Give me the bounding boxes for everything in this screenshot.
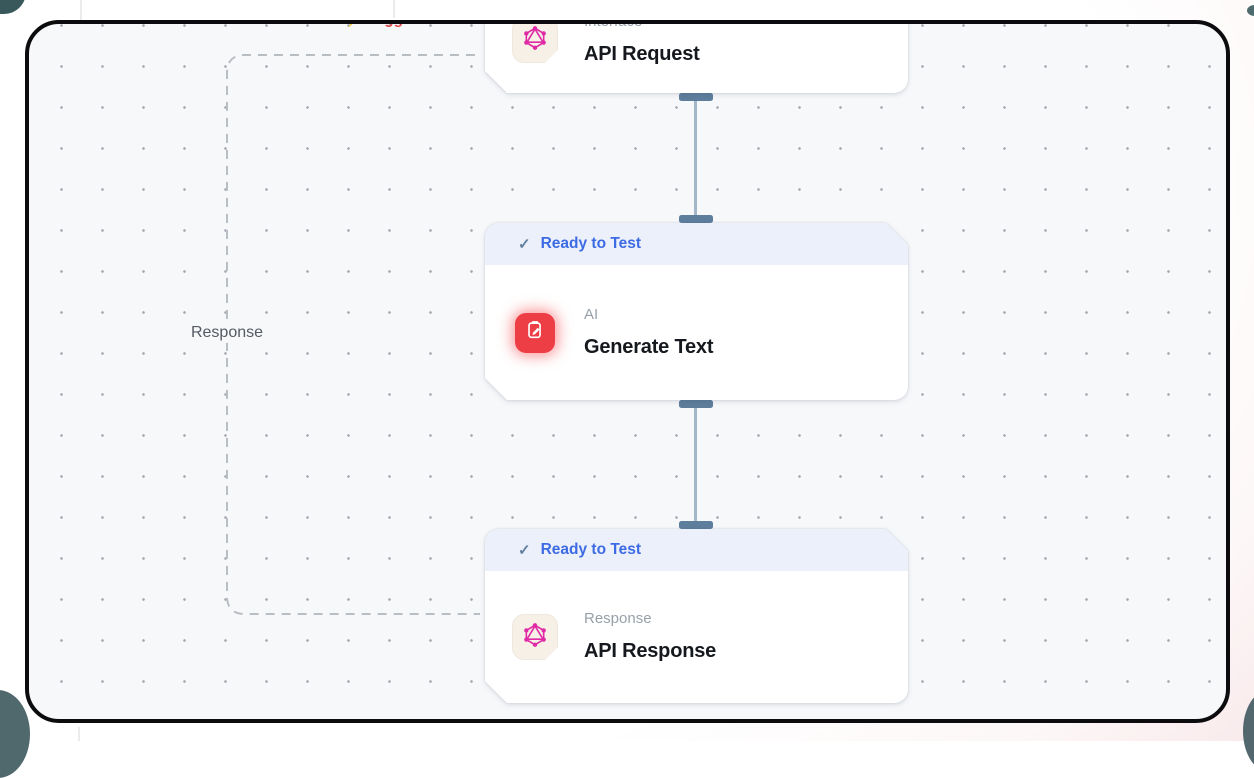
- lightning-icon: ⚡: [345, 24, 361, 28]
- ai-icon-tile: [515, 313, 555, 353]
- hexagram-icon: [522, 25, 548, 56]
- trigger-label-text: Trigger: [365, 24, 417, 28]
- response-edge-label: Response: [179, 323, 275, 343]
- node-type-label: Interface: [584, 20, 643, 30]
- page-grid-line: [78, 727, 80, 741]
- page-corner-accent: [1243, 690, 1254, 772]
- page-grid-line: [393, 0, 395, 18]
- connector-handle[interactable]: [679, 93, 713, 101]
- node-title: API Response: [584, 640, 717, 662]
- page-corner-accent: [1247, 5, 1254, 16]
- check-icon: ✓: [518, 542, 531, 559]
- page-grid-line: [80, 0, 82, 21]
- response-icon-tile: [512, 614, 558, 660]
- trigger-label: ⚡ Trigger: [345, 24, 418, 28]
- clipboard-edit-icon: [524, 319, 546, 346]
- node-api-response[interactable]: ✓ Ready to Test: [485, 529, 908, 703]
- status-badge-text: Ready to Test: [540, 541, 642, 558]
- node-generate-text[interactable]: ✓ Ready to Test: [485, 223, 908, 400]
- node-title: Generate Text: [584, 335, 714, 358]
- status-badge-text: Ready to Test: [540, 235, 642, 252]
- connector-handle[interactable]: [679, 521, 713, 529]
- connector-line: [694, 101, 697, 215]
- node-type-label: Response: [584, 610, 652, 627]
- hexagram-icon: [522, 622, 548, 653]
- connector-handle[interactable]: [679, 400, 713, 408]
- check-icon: ✓: [518, 236, 531, 253]
- node-type-label: AI: [584, 305, 599, 323]
- interface-icon-tile: [512, 20, 558, 63]
- connector-line: [694, 408, 697, 521]
- workflow-canvas[interactable]: ⚡ Trigger Response: [25, 20, 1230, 723]
- status-badge: ✓ Ready to Test: [485, 223, 908, 265]
- node-api-request[interactable]: Interface API Request: [485, 20, 908, 93]
- connector-handle[interactable]: [679, 215, 713, 223]
- node-title: API Request: [584, 43, 700, 65]
- status-badge: ✓ Ready to Test: [485, 529, 908, 571]
